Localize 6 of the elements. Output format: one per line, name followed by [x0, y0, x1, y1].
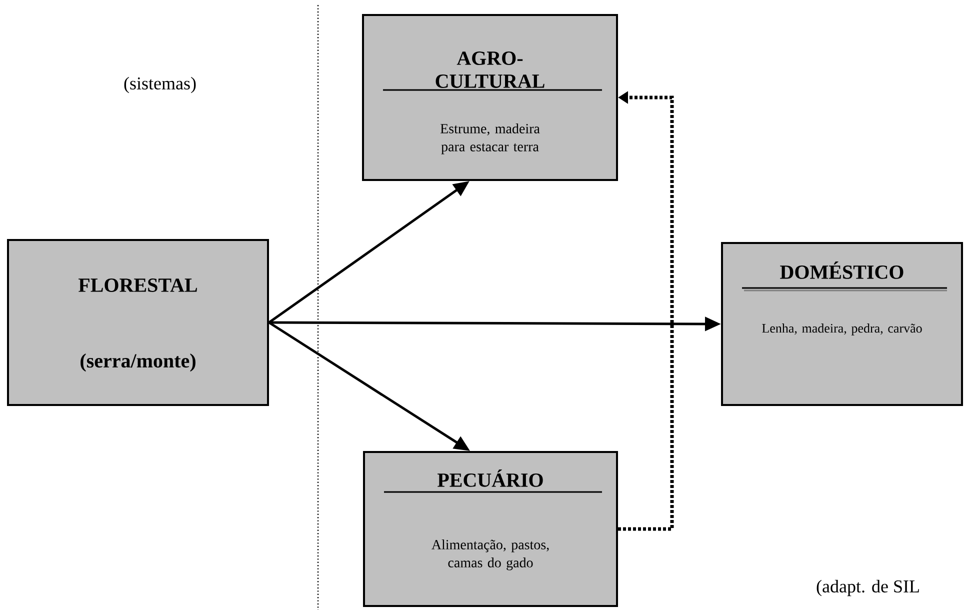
note-text: (sistemas): [124, 76, 196, 94]
process-box: FLORESTAL (serra/monte): [7, 239, 269, 406]
note-text: (adapt. de SIL: [816, 580, 919, 596]
process-box: AGRO- CULTURAL Estrume, madeira para estacar terra: [362, 14, 618, 181]
process-box: PECUÁRIO Alimentação, pastos, camas do gado: [363, 451, 618, 607]
process-box: DOMÉSTICO Lenha, madeira, pedra, carvão: [721, 242, 964, 406]
